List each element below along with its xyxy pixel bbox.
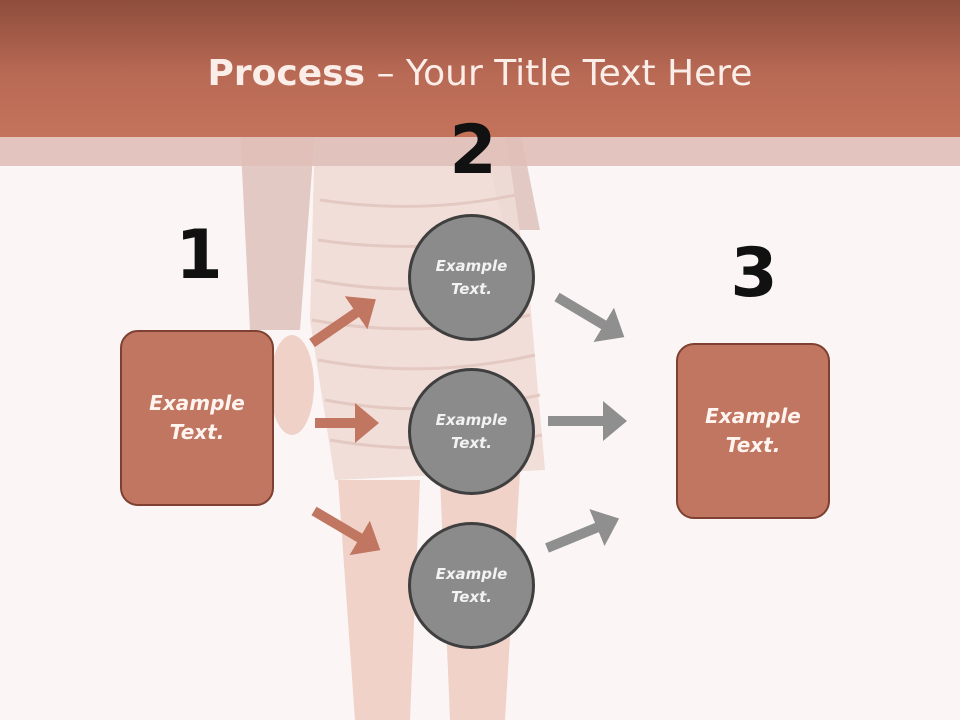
right-box[interactable]: Example Text. [676, 343, 830, 519]
circle-top[interactable]: Example Text. [408, 214, 535, 341]
step-number-2: 2 [449, 111, 497, 190]
title-band [0, 137, 960, 166]
circle-middle-line1: Example [435, 410, 508, 429]
left-box[interactable]: Example Text. [120, 330, 274, 506]
arrow-2c-to-3 [545, 509, 620, 553]
arrow-1-to-2c [311, 506, 381, 556]
circle-middle-line2: Text. [450, 433, 492, 452]
slide-title[interactable]: Process – Your Title Text Here [0, 52, 960, 96]
title-bold: Process [207, 53, 366, 94]
step-number-1: 1 [175, 216, 223, 295]
arrow-1-to-2a [309, 296, 376, 348]
title-bar [0, 0, 960, 137]
circle-top-line1: Example [435, 256, 508, 275]
circle-bottom[interactable]: Example Text. [408, 522, 535, 649]
left-box-line2: Text. [169, 420, 225, 444]
title-rest: – Your Title Text Here [365, 53, 753, 94]
circle-top-line2: Text. [450, 279, 492, 298]
left-box-line1: Example [149, 391, 245, 415]
step-number-3: 3 [730, 234, 778, 313]
circle-bottom-line2: Text. [450, 587, 492, 606]
circle-bottom-line1: Example [435, 564, 508, 583]
right-box-line1: Example [705, 404, 801, 428]
right-box-line2: Text. [725, 433, 781, 457]
arrow-2a-to-3 [554, 292, 625, 343]
circle-middle[interactable]: Example Text. [408, 368, 535, 495]
